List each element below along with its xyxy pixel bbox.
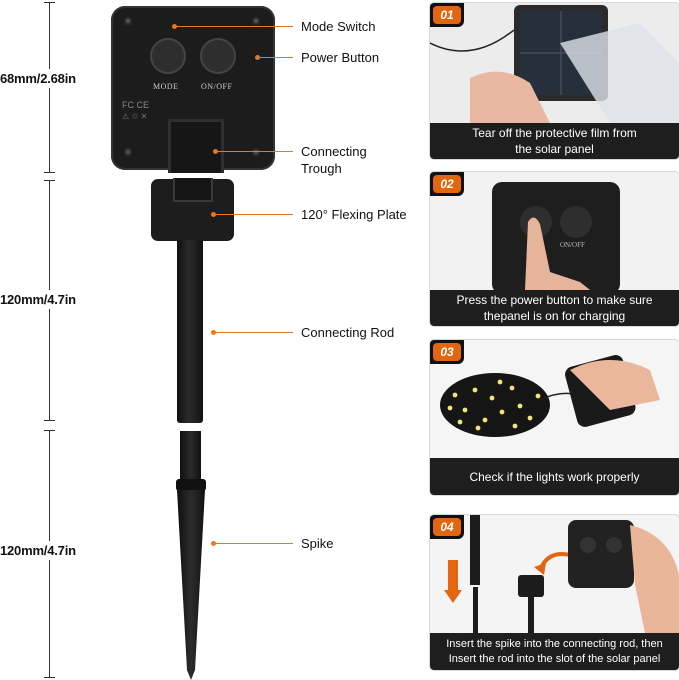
step-badge: 03 [433,343,461,361]
dimension-tick [44,172,55,173]
step-caption-text: Check if the lights work properly [469,469,640,484]
mode-switch-button [150,38,186,74]
callout-line [214,543,293,544]
screw-icon [124,17,132,25]
spike-body [177,490,205,680]
spike-ring [176,479,206,491]
callout-label: Power Button [301,50,380,65]
callout-label: Spike [301,536,334,551]
callout-label: Mode Switch [301,19,376,34]
callout-line [175,26,293,27]
screw-icon [124,148,132,156]
callout-dot [211,541,216,546]
step-badge-bg: 02 [430,172,464,196]
screw-icon [252,17,260,25]
onoff-label: ON/OFF [201,82,233,91]
screw-icon [252,148,260,156]
dimension-label-rod: 120mm/4.7in [0,290,76,309]
callout-line [214,214,293,215]
dimension-tick [44,2,55,3]
callout-dot [255,55,260,60]
step-caption: Press the power button to make sure thep… [430,290,679,326]
svg-text:ON/OFF: ON/OFF [560,241,585,249]
step-caption-text: Press the power button to make sure thep… [456,293,653,323]
certification-icon: FC CE ⚠ ♲ ✕ [122,100,149,121]
dimension-label-panel: 68mm/2.68in [0,69,76,88]
certification-marks: FC CE ⚠ ♲ ✕ [122,98,156,129]
dimension-tick [44,420,55,421]
callout-dot [172,24,177,29]
mode-label: MODE [153,82,179,91]
step-card-04: 04 Insert the spike into the connecting … [429,514,679,671]
callout-dot [211,330,216,335]
spike-top [180,431,201,481]
dimension-label-spike: 120mm/4.7in [0,541,76,560]
step-caption-text: Insert the spike into the connecting rod… [446,637,663,665]
callout-dot [211,212,216,217]
step-02-illustration: ON/OFF [430,172,679,290]
svg-text:FC CE: FC CE [122,100,149,110]
flexing-plate-notch [173,178,213,202]
step-card-01: 01 Tear off the protective film from the… [429,2,679,160]
svg-text:⚠ ♲ ✕: ⚠ ♲ ✕ [122,112,148,121]
dimension-tick [44,677,55,678]
step-caption-text: Tear off the protective film from the so… [472,126,637,156]
dimension-tick [44,430,55,431]
dimension-tick [44,180,55,181]
connecting-rod [177,240,203,423]
step-caption: Tear off the protective film from the so… [430,123,679,159]
step-04-illustration [430,515,679,633]
solar-panel-back: MODE ON/OFF FC CE ⚠ ♲ ✕ [111,6,275,173]
callout-line [216,151,293,152]
step-card-02: ON/OFF 02 Press the power button to make… [429,171,679,327]
step-badge: 01 [433,6,461,24]
callout-line [258,57,293,58]
step-badge-bg: 01 [430,3,464,27]
callout-label: Connecting Trough [301,144,367,176]
callout-label: Connecting Rod [301,325,395,340]
flexing-plate [151,178,234,241]
step-badge-bg: 04 [430,515,464,539]
step-badge: 04 [433,518,461,536]
step-badge: 02 [433,175,461,193]
step-badge-bg: 03 [430,340,464,364]
step-01-illustration [430,3,679,123]
step-caption: Insert the spike into the connecting rod… [430,633,679,670]
callout-label: 120° Flexing Plate [301,207,407,222]
step-card-03: 03 Check if the lights work properly [429,339,679,496]
connecting-trough [168,119,224,173]
callout-dot [213,149,218,154]
step-03-illustration [430,340,679,458]
step-caption: Check if the lights work properly [430,458,679,495]
power-button [200,38,236,74]
callout-line [214,332,293,333]
